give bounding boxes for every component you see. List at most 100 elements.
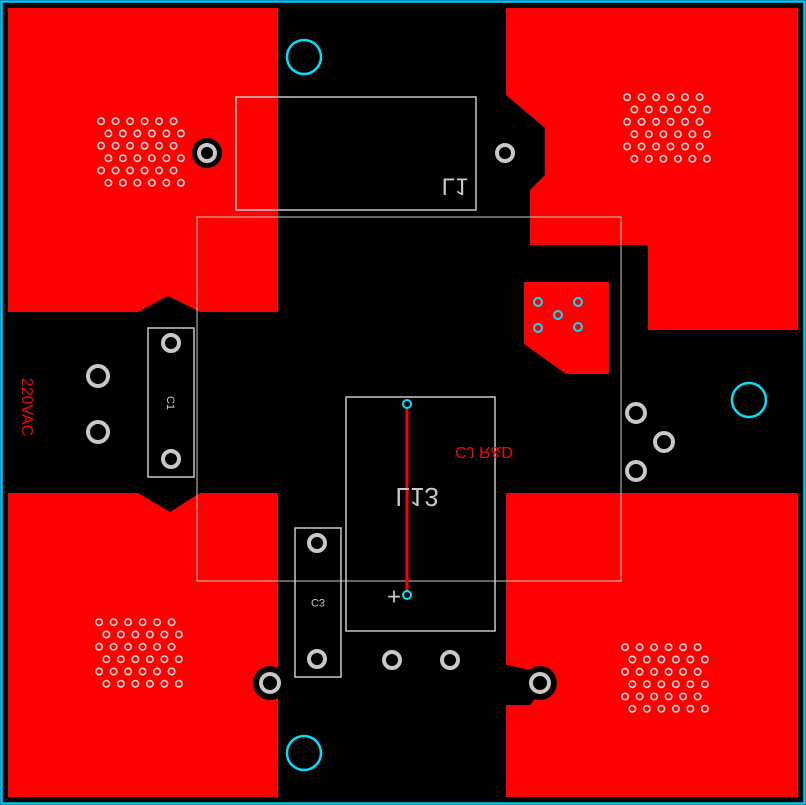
- copper-pour-top-left: [8, 8, 278, 312]
- mounting-hole-top: [285, 38, 323, 76]
- thermal-via: [630, 105, 639, 114]
- bottom-right-large-pad: [529, 672, 551, 694]
- thermal-via: [162, 178, 171, 187]
- thermal-via: [664, 643, 673, 652]
- c3-outline: [294, 527, 342, 678]
- thermal-via: [133, 178, 142, 187]
- c3-designator: C3: [311, 596, 325, 608]
- thermal-via: [97, 117, 106, 126]
- via: [573, 322, 583, 332]
- thermal-via: [688, 154, 697, 163]
- thermal-via: [155, 117, 164, 126]
- thermal-via: [116, 630, 125, 639]
- thermal-via: [650, 667, 659, 676]
- thermal-via: [102, 679, 111, 688]
- c1-outline: [147, 327, 195, 478]
- thermal-via: [623, 142, 632, 151]
- thermal-via: [131, 655, 140, 664]
- thermal-via: [145, 655, 154, 664]
- c1-pad-top: [161, 333, 181, 353]
- thermal-via: [95, 642, 104, 651]
- thermal-via: [688, 130, 697, 139]
- thermal-via: [131, 630, 140, 639]
- thermal-via: [155, 141, 164, 150]
- thermal-via: [174, 655, 183, 664]
- thermal-via: [644, 105, 653, 114]
- l13-via-top: [402, 399, 412, 409]
- thermal-via: [153, 642, 162, 651]
- thermal-via: [657, 680, 666, 689]
- thermal-via: [621, 667, 630, 676]
- thermal-via: [693, 692, 702, 701]
- thermal-via: [133, 154, 142, 163]
- thermal-via: [162, 154, 171, 163]
- thermal-via: [637, 117, 646, 126]
- thermal-via: [111, 141, 120, 150]
- thermal-via: [635, 643, 644, 652]
- thermal-via: [642, 704, 651, 713]
- c3-pad-bottom: [307, 649, 327, 669]
- thermal-via: [635, 692, 644, 701]
- thermal-via: [155, 166, 164, 175]
- thermal-via: [176, 154, 185, 163]
- thermal-via: [124, 618, 133, 627]
- thermal-via: [140, 141, 149, 150]
- via: [553, 310, 563, 320]
- thermal-via: [118, 178, 127, 187]
- thermal-via: [679, 667, 688, 676]
- thermal-via: [644, 130, 653, 139]
- thermal-via: [695, 93, 704, 102]
- thermal-via: [659, 154, 668, 163]
- thermal-via: [630, 130, 639, 139]
- thermal-via: [702, 105, 711, 114]
- c1-designator: C1: [164, 396, 176, 410]
- thermal-via: [102, 655, 111, 664]
- thermal-via: [97, 141, 106, 150]
- thermal-via: [169, 141, 178, 150]
- thermal-via: [169, 117, 178, 126]
- copper-pour-top-right: [506, 8, 798, 330]
- l13-via-bottom: [402, 590, 412, 600]
- thermal-via: [700, 704, 709, 713]
- thermal-via: [673, 154, 682, 163]
- thermal-via: [695, 142, 704, 151]
- l13-designator: L13: [395, 482, 438, 512]
- thermal-via: [628, 680, 637, 689]
- thermal-via: [679, 692, 688, 701]
- thermal-via: [176, 129, 185, 138]
- thermal-via: [652, 93, 661, 102]
- thermal-via: [621, 692, 630, 701]
- thermal-via: [147, 154, 156, 163]
- thermal-via: [637, 142, 646, 151]
- thermal-via: [102, 630, 111, 639]
- thermal-via: [118, 129, 127, 138]
- thermal-via: [650, 692, 659, 701]
- thermal-via: [659, 130, 668, 139]
- thermal-via: [140, 166, 149, 175]
- bottom-pad-2: [440, 650, 460, 670]
- right-pad-3: [625, 460, 647, 482]
- thermal-via: [666, 142, 675, 151]
- thermal-via: [695, 117, 704, 126]
- thermal-via: [97, 166, 106, 175]
- thermal-via: [116, 655, 125, 664]
- thermal-via: [652, 142, 661, 151]
- thermal-via: [702, 154, 711, 163]
- thermal-via: [116, 679, 125, 688]
- thermal-via: [650, 643, 659, 652]
- via: [533, 297, 543, 307]
- right-pad-1: [625, 402, 647, 424]
- thermal-via: [147, 178, 156, 187]
- thermal-via: [138, 667, 147, 676]
- thermal-via: [642, 655, 651, 664]
- thermal-via: [671, 655, 680, 664]
- thermal-via: [671, 704, 680, 713]
- l1-outline: [235, 96, 477, 211]
- l1-designator: L1: [442, 173, 469, 200]
- copper-pad-small: [524, 282, 609, 374]
- silkscreen: [147, 96, 622, 678]
- l1-pad-right: [495, 143, 515, 163]
- thermal-via: [95, 618, 104, 627]
- thermal-via: [666, 117, 675, 126]
